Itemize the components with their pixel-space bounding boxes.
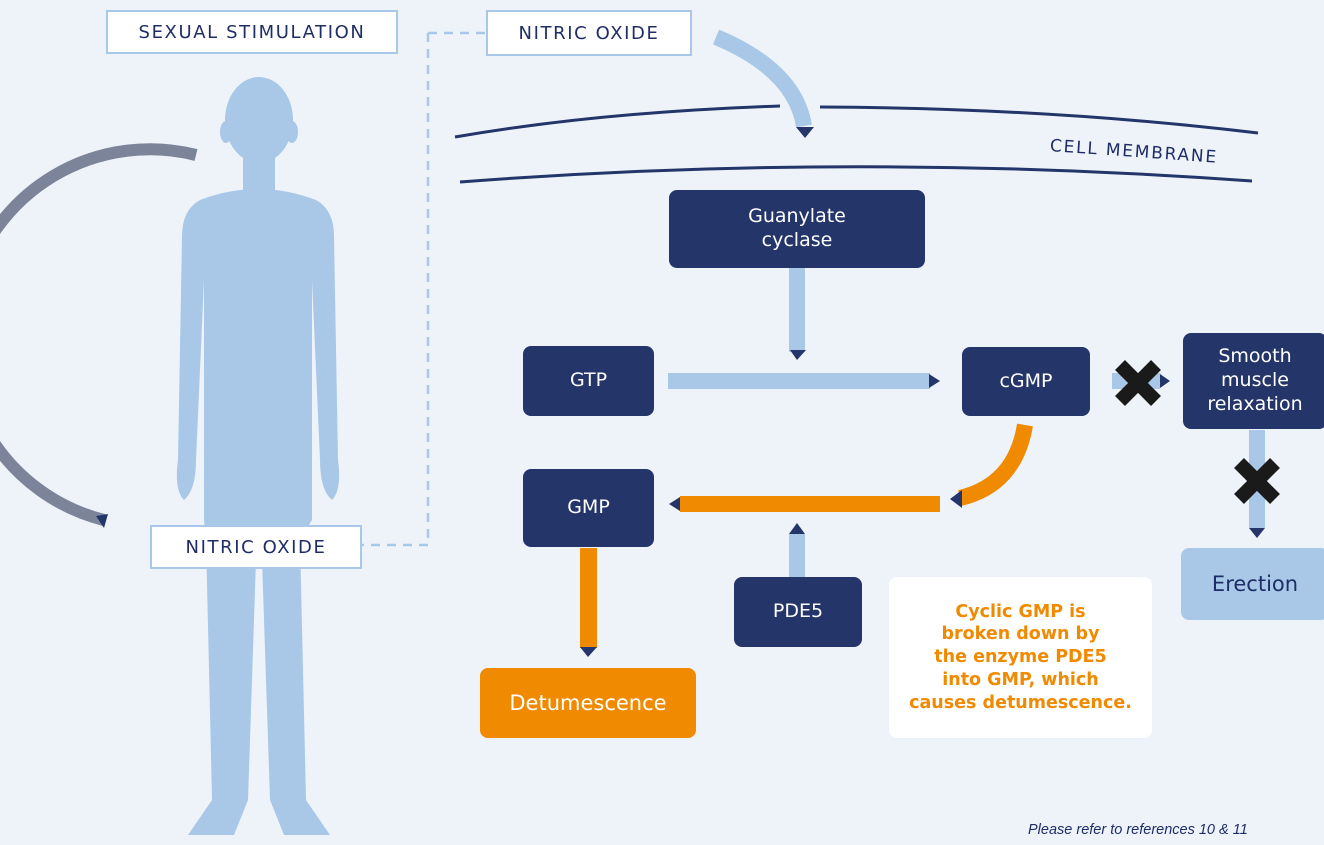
membrane-line-top-left <box>454 104 781 139</box>
pde5-up-arrowhead <box>789 523 805 534</box>
block-cross-cgmp <box>1115 360 1161 406</box>
smooth-erection-arrowhead <box>1249 528 1265 538</box>
block-cross-smooth <box>1234 458 1280 504</box>
to-gmp-arrow <box>680 496 940 512</box>
gc-down-arrowhead <box>790 350 806 360</box>
to-gmp-arrowhead <box>669 497 680 511</box>
dashed-connector <box>360 31 486 547</box>
gmp-node: GMP <box>523 469 654 547</box>
human-silhouette <box>176 77 340 835</box>
pde5-node: PDE5 <box>734 577 862 647</box>
erection-node: Erection <box>1181 548 1324 620</box>
references-footnote: Please refer to references 10 & 11 <box>1028 822 1248 838</box>
arc-arrowhead <box>96 514 108 528</box>
membrane-line-top-right <box>819 105 1259 135</box>
nitric-oxide-top-label: NITRIC OXIDE <box>486 10 692 56</box>
smooth-muscle-node: Smooth muscle relaxation <box>1183 333 1324 429</box>
cgmp-breakdown-arrowhead <box>950 490 962 508</box>
gc-down-arrow <box>789 268 805 352</box>
cgmp-node: cGMP <box>962 347 1090 416</box>
guanylate-cyclase-node: Guanylate cyclase <box>669 190 925 268</box>
detumescence-node: Detumescence <box>480 668 696 738</box>
no-entry-arrow <box>712 29 812 128</box>
cgmp-breakdown-curve <box>957 423 1033 506</box>
pde5-up-arrow <box>789 534 805 578</box>
no-entry-arrowhead <box>796 127 814 138</box>
gmp-detumescence-arrowhead <box>580 647 597 657</box>
gtp-node: GTP <box>523 346 654 416</box>
cgmp-smooth-arrowhead <box>1160 374 1170 388</box>
gtp-cgmp-arrow <box>668 373 930 389</box>
gmp-detumescence-arrow <box>580 548 597 648</box>
pde5-explanation-note: Cyclic GMP is broken down by the enzyme … <box>889 577 1152 738</box>
feedback-arc <box>0 143 198 526</box>
gtp-cgmp-arrowhead <box>929 374 940 388</box>
nitric-oxide-body-label: NITRIC OXIDE <box>150 525 362 569</box>
sexual-stimulation-label: SEXUAL STIMULATION <box>106 10 398 54</box>
membrane-line-bottom <box>459 165 1253 184</box>
